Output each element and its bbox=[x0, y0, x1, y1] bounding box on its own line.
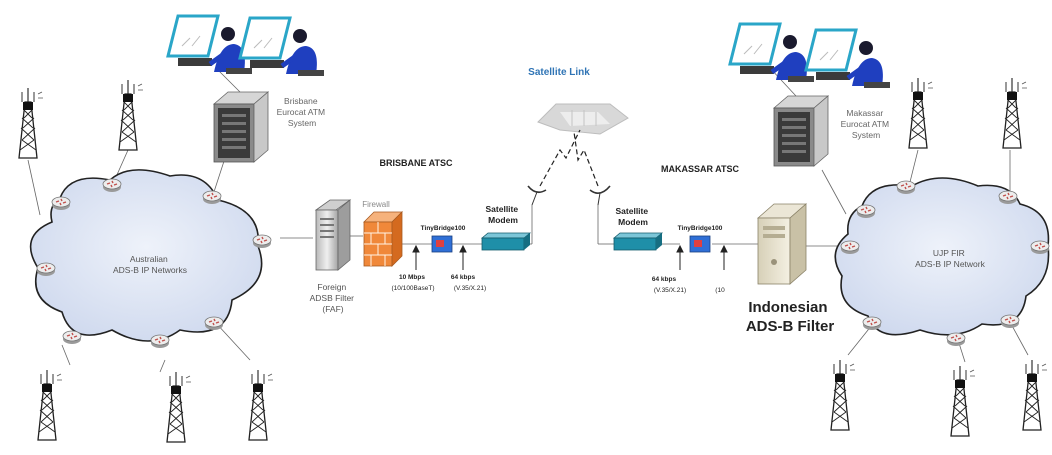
foreign-adsb-filter-icon bbox=[314, 199, 352, 271]
brisbane-satellite-dish-icon bbox=[527, 185, 547, 206]
router-icon bbox=[252, 234, 272, 249]
router-icon bbox=[150, 334, 170, 349]
makassar-modem-label: Satellite Modem bbox=[616, 206, 651, 227]
router-icon bbox=[36, 262, 56, 277]
makassar-satellite-dish-icon bbox=[589, 185, 611, 206]
makassar-satellite-modem-icon bbox=[612, 232, 664, 251]
brisbane-atsc-label: BRISBANE ATSC bbox=[379, 158, 453, 168]
router-icon bbox=[1000, 314, 1020, 329]
australian-network-label: Australian ADS-B IP Networks bbox=[113, 254, 187, 275]
atc-operator-icon bbox=[240, 18, 324, 76]
satellite-beams bbox=[539, 129, 599, 187]
atc-operator-icon bbox=[168, 16, 252, 74]
radio-tower-icon bbox=[950, 365, 976, 437]
radio-tower-icon bbox=[248, 369, 274, 441]
indonesian-adsb-filter-icon bbox=[756, 203, 808, 285]
radio-tower-icon bbox=[118, 79, 144, 151]
atc-operator-icon bbox=[730, 24, 814, 82]
radio-tower-icon bbox=[166, 371, 192, 443]
radio-tower-icon bbox=[830, 359, 856, 431]
router-icon bbox=[51, 196, 71, 211]
indonesian-filter-label: Indonesian ADS-B Filter bbox=[746, 299, 835, 335]
brisbane-atm-server-icon bbox=[213, 91, 269, 163]
brisbane-bridge-label: TinyBridge100 bbox=[421, 225, 466, 232]
radio-tower-icon bbox=[37, 369, 63, 441]
radio-tower-icon bbox=[18, 87, 44, 159]
router-icon bbox=[998, 190, 1018, 205]
radio-tower-icon bbox=[908, 77, 934, 149]
makassar-bridge-label: TinyBridge100 bbox=[678, 225, 723, 232]
makassar-speed-64-sub: (V.35/X.21) bbox=[654, 287, 686, 294]
router-icon bbox=[840, 240, 860, 255]
brisbane-speed-10: 10 Mbps bbox=[399, 274, 425, 281]
makassar-tinybridge-icon bbox=[689, 235, 711, 253]
makassar-atm-server-icon bbox=[773, 95, 829, 167]
foreign-filter-label: Foreign ADSB Filter (FAF) bbox=[310, 282, 357, 314]
router-icon bbox=[202, 190, 222, 205]
brisbane-atm-label: Brisbane Eurocat ATM System bbox=[277, 96, 328, 128]
brisbane-speed-64: 64 kbps bbox=[451, 274, 476, 281]
router-icon bbox=[862, 316, 882, 331]
brisbane-modem-label: Satellite Modem bbox=[486, 204, 521, 225]
router-icon bbox=[1030, 240, 1050, 255]
radio-tower-icon bbox=[1002, 77, 1028, 149]
router-icon bbox=[896, 180, 916, 195]
ujp-fir-network-label: UJP FIR ADS-B IP Network bbox=[915, 248, 986, 269]
brisbane-speed-10-sub: (10/100BaseT) bbox=[392, 285, 435, 292]
router-icon bbox=[204, 316, 224, 331]
router-icon bbox=[62, 330, 82, 345]
satellite-icon bbox=[537, 103, 629, 135]
atc-operator-icon bbox=[806, 30, 890, 88]
makassar-atm-label: Makassar Eurocat ATM System bbox=[841, 108, 892, 140]
radio-tower-icon bbox=[1022, 359, 1048, 431]
makassar-atsc-label: MAKASSAR ATSC bbox=[661, 164, 739, 174]
brisbane-speed-64-sub: (V.35/X.21) bbox=[454, 285, 486, 292]
router-icon bbox=[856, 204, 876, 219]
brisbane-tinybridge-icon bbox=[431, 235, 453, 253]
brisbane-satellite-modem-icon bbox=[480, 232, 532, 251]
satellite-link-label: Satellite Link bbox=[528, 67, 590, 78]
firewall-label: Firewall bbox=[362, 200, 390, 209]
brisbane-speed-arrows bbox=[412, 244, 467, 270]
router-icon bbox=[102, 178, 122, 193]
makassar-speed-arrows bbox=[676, 244, 728, 270]
firewall-icon bbox=[363, 211, 403, 267]
makassar-speed-64: 64 kbps bbox=[652, 276, 677, 283]
router-icon bbox=[946, 332, 966, 347]
makassar-speed-10-sub: (10 bbox=[715, 287, 725, 294]
